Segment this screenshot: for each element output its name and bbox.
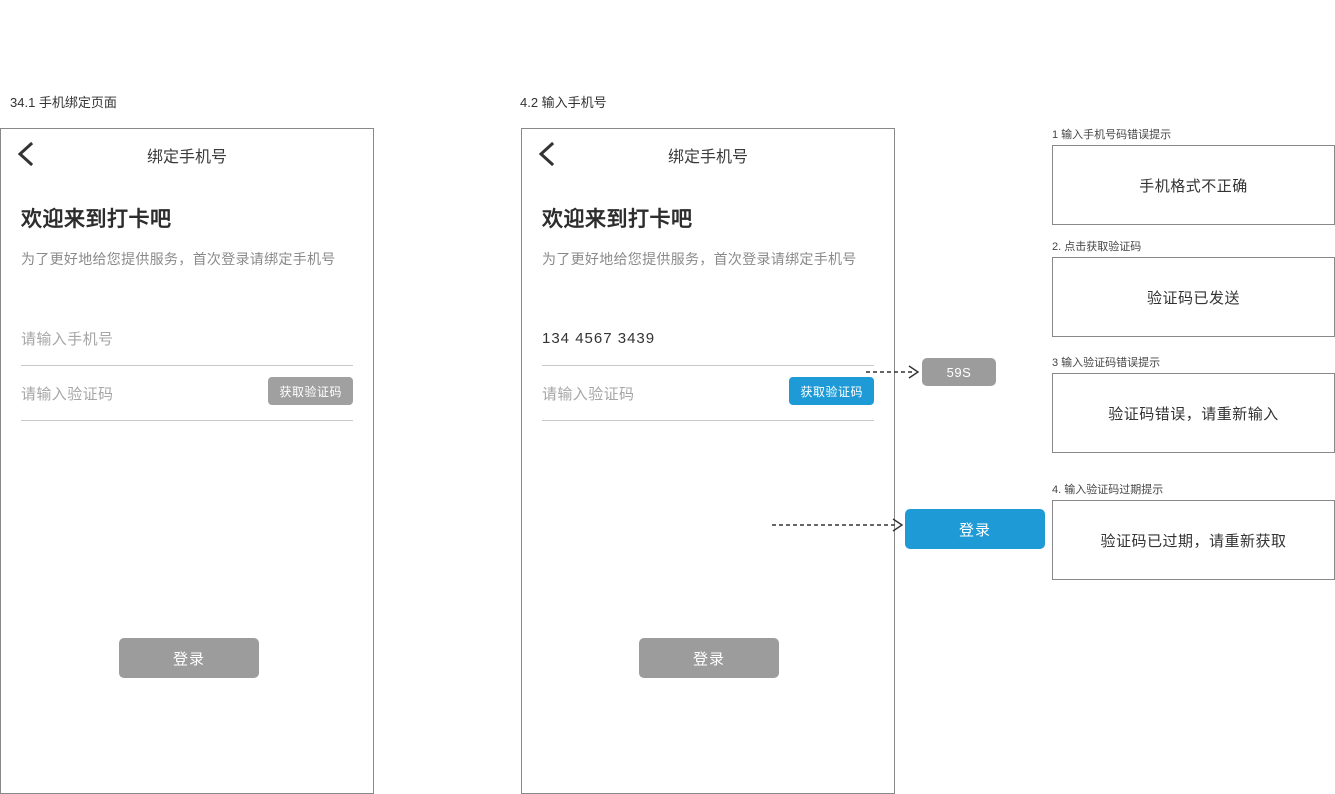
phone-input-placeholder-screen-1: 请输入手机号	[21, 330, 114, 348]
nav-title-screen-2: 绑定手机号	[667, 149, 748, 166]
welcome-title-screen-1: 欢迎来到打卡吧	[21, 208, 172, 231]
back-chevron-icon[interactable]	[538, 141, 556, 167]
login-button-screen-1[interactable]: 登录	[119, 638, 259, 678]
content-screen-2: 欢迎来到打卡吧 为了更好地给您提供服务，首次登录请绑定手机号 134 4567 …	[522, 203, 894, 421]
code-input-row-screen-1[interactable]: 请输入验证码 获取验证码	[21, 366, 353, 421]
nav-title-screen-1: 绑定手机号	[146, 149, 227, 166]
content-screen-1: 欢迎来到打卡吧 为了更好地给您提供服务，首次登录请绑定手机号 请输入手机号 请输…	[1, 203, 373, 421]
phone-input-row-screen-1[interactable]: 请输入手机号	[21, 311, 353, 366]
code-input-placeholder-screen-2: 请输入验证码	[542, 385, 635, 403]
section-caption-1: 34.1 手机绑定页面	[10, 95, 117, 110]
code-input-placeholder-screen-1: 请输入验证码	[21, 385, 114, 403]
annotation-label-2: 2. 点击获取验证码	[1052, 241, 1142, 253]
annotation-toast-2: 验证码已发送	[1052, 257, 1335, 337]
section-caption-2: 4.2 输入手机号	[520, 95, 607, 110]
login-button-screen-2[interactable]: 登录	[639, 638, 779, 678]
code-input-row-screen-2[interactable]: 请输入验证码 获取验证码	[542, 366, 874, 421]
annotation-label-1: 1 输入手机号码错误提示	[1052, 129, 1172, 141]
back-chevron-icon[interactable]	[17, 141, 35, 167]
annotation-toast-3: 验证码错误，请重新输入	[1052, 373, 1335, 453]
phone-input-row-screen-2[interactable]: 134 4567 3439	[542, 311, 874, 366]
nav-bar-screen-1: 绑定手机号	[1, 129, 373, 181]
annotation-label-3: 3 输入验证码错误提示	[1052, 357, 1161, 369]
nav-bar-screen-2: 绑定手机号	[522, 129, 894, 181]
phone-frame-screen-2: 绑定手机号 欢迎来到打卡吧 为了更好地给您提供服务，首次登录请绑定手机号 134…	[521, 128, 895, 794]
phone-frame-screen-1: 绑定手机号 欢迎来到打卡吧 为了更好地给您提供服务，首次登录请绑定手机号 请输入…	[0, 128, 374, 794]
welcome-title-screen-2: 欢迎来到打卡吧	[542, 208, 693, 231]
login-button-enabled-state[interactable]: 登录	[905, 509, 1045, 549]
get-code-button-screen-2[interactable]: 获取验证码	[789, 377, 874, 405]
countdown-badge: 59S	[922, 358, 996, 386]
connector-arrow-login	[772, 513, 908, 542]
annotation-label-4: 4. 输入验证码过期提示	[1052, 484, 1164, 496]
get-code-button-screen-1[interactable]: 获取验证码	[268, 377, 353, 405]
phone-input-value-screen-2: 134 4567 3439	[542, 329, 656, 347]
connector-arrow-get-code	[866, 360, 924, 389]
welcome-subtitle-screen-1: 为了更好地给您提供服务，首次登录请绑定手机号	[21, 251, 336, 267]
annotation-toast-1: 手机格式不正确	[1052, 145, 1335, 225]
annotation-toast-4: 验证码已过期，请重新获取	[1052, 500, 1335, 580]
welcome-subtitle-screen-2: 为了更好地给您提供服务，首次登录请绑定手机号	[542, 251, 857, 267]
